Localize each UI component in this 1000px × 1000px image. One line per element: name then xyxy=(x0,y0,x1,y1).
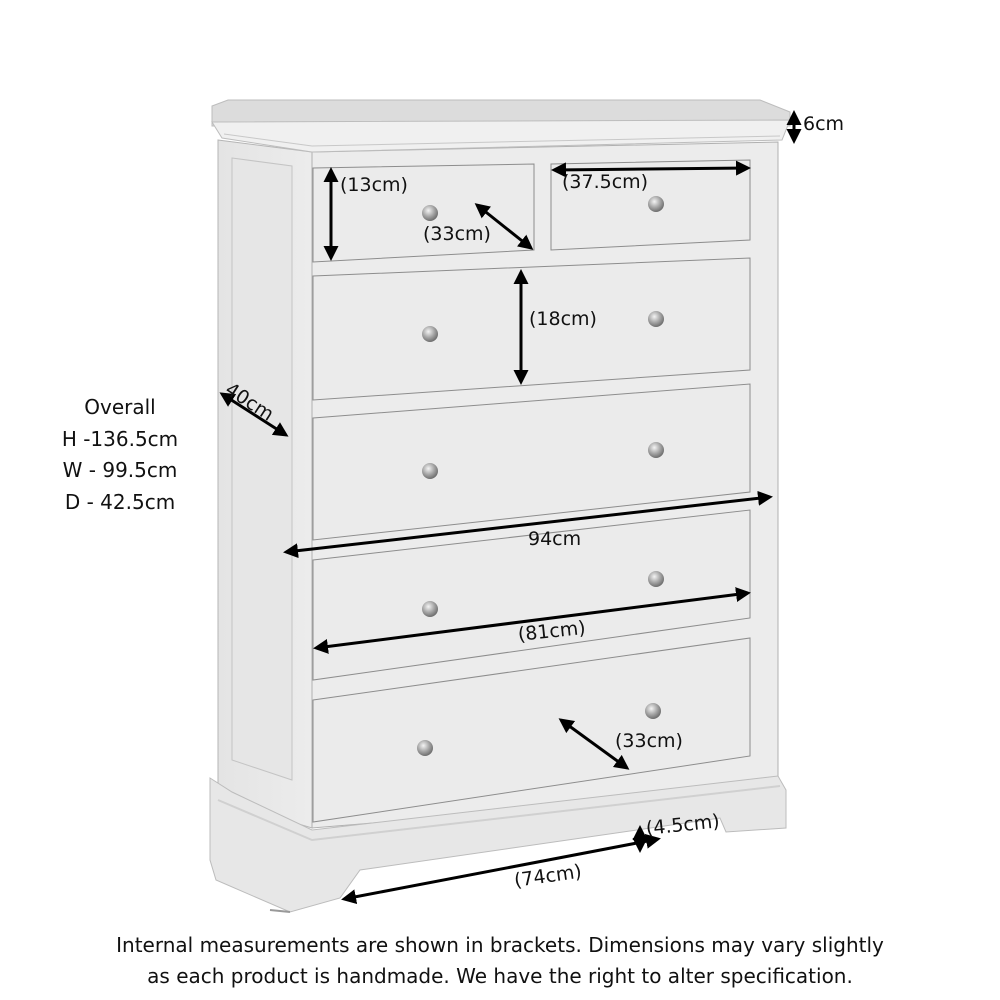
disclaimer-line-2: as each product is handmade. We have the… xyxy=(147,964,853,988)
arrow-large-drawer-width xyxy=(313,587,751,654)
knob xyxy=(422,326,438,342)
knob xyxy=(648,442,664,458)
overall-dimensions: Overall H -136.5cm W - 99.5cm D - 42.5cm xyxy=(40,392,200,518)
drawer-row-2 xyxy=(312,257,751,401)
arrow-small-drawer-width xyxy=(551,160,751,178)
knob xyxy=(422,205,438,221)
dimension-arrows xyxy=(219,110,802,905)
knob xyxy=(417,740,433,756)
arrow-side-depth xyxy=(219,392,289,437)
arrow-plinth-inner-width xyxy=(341,833,661,905)
label-large-drawer-height: (18cm) xyxy=(529,308,597,330)
arrow-carcass-width xyxy=(283,490,773,559)
arrow-small-drawer-depth xyxy=(474,203,534,250)
disclaimer-note: Internal measurements are shown in brack… xyxy=(0,930,1000,992)
label-small-drawer-width: (37.5cm) xyxy=(562,171,649,193)
label-small-drawer-height: (13cm) xyxy=(340,174,408,196)
label-carcass-width: 94cm xyxy=(528,528,582,550)
drawer-row-5 xyxy=(312,637,751,823)
side-panel xyxy=(217,139,313,829)
knob xyxy=(645,703,661,719)
overall-depth: D - 42.5cm xyxy=(64,489,176,514)
disclaimer-line-1: Internal measurements are shown in brack… xyxy=(116,933,884,957)
arrow-large-drawer-depth xyxy=(558,718,630,770)
overall-height: H -136.5cm xyxy=(61,426,179,451)
overall-width: W - 99.5cm xyxy=(62,458,178,482)
label-large-drawer-depth: (33cm) xyxy=(615,730,683,752)
knob xyxy=(422,463,438,479)
label-small-drawer-depth: (33cm) xyxy=(423,223,491,245)
knob xyxy=(648,311,664,327)
knob xyxy=(648,571,664,587)
knob xyxy=(422,601,438,617)
drawer-top-right xyxy=(550,159,751,251)
label-top-thickness: 6cm xyxy=(803,113,845,135)
knob xyxy=(648,196,664,212)
overall-heading: Overall xyxy=(84,395,156,419)
